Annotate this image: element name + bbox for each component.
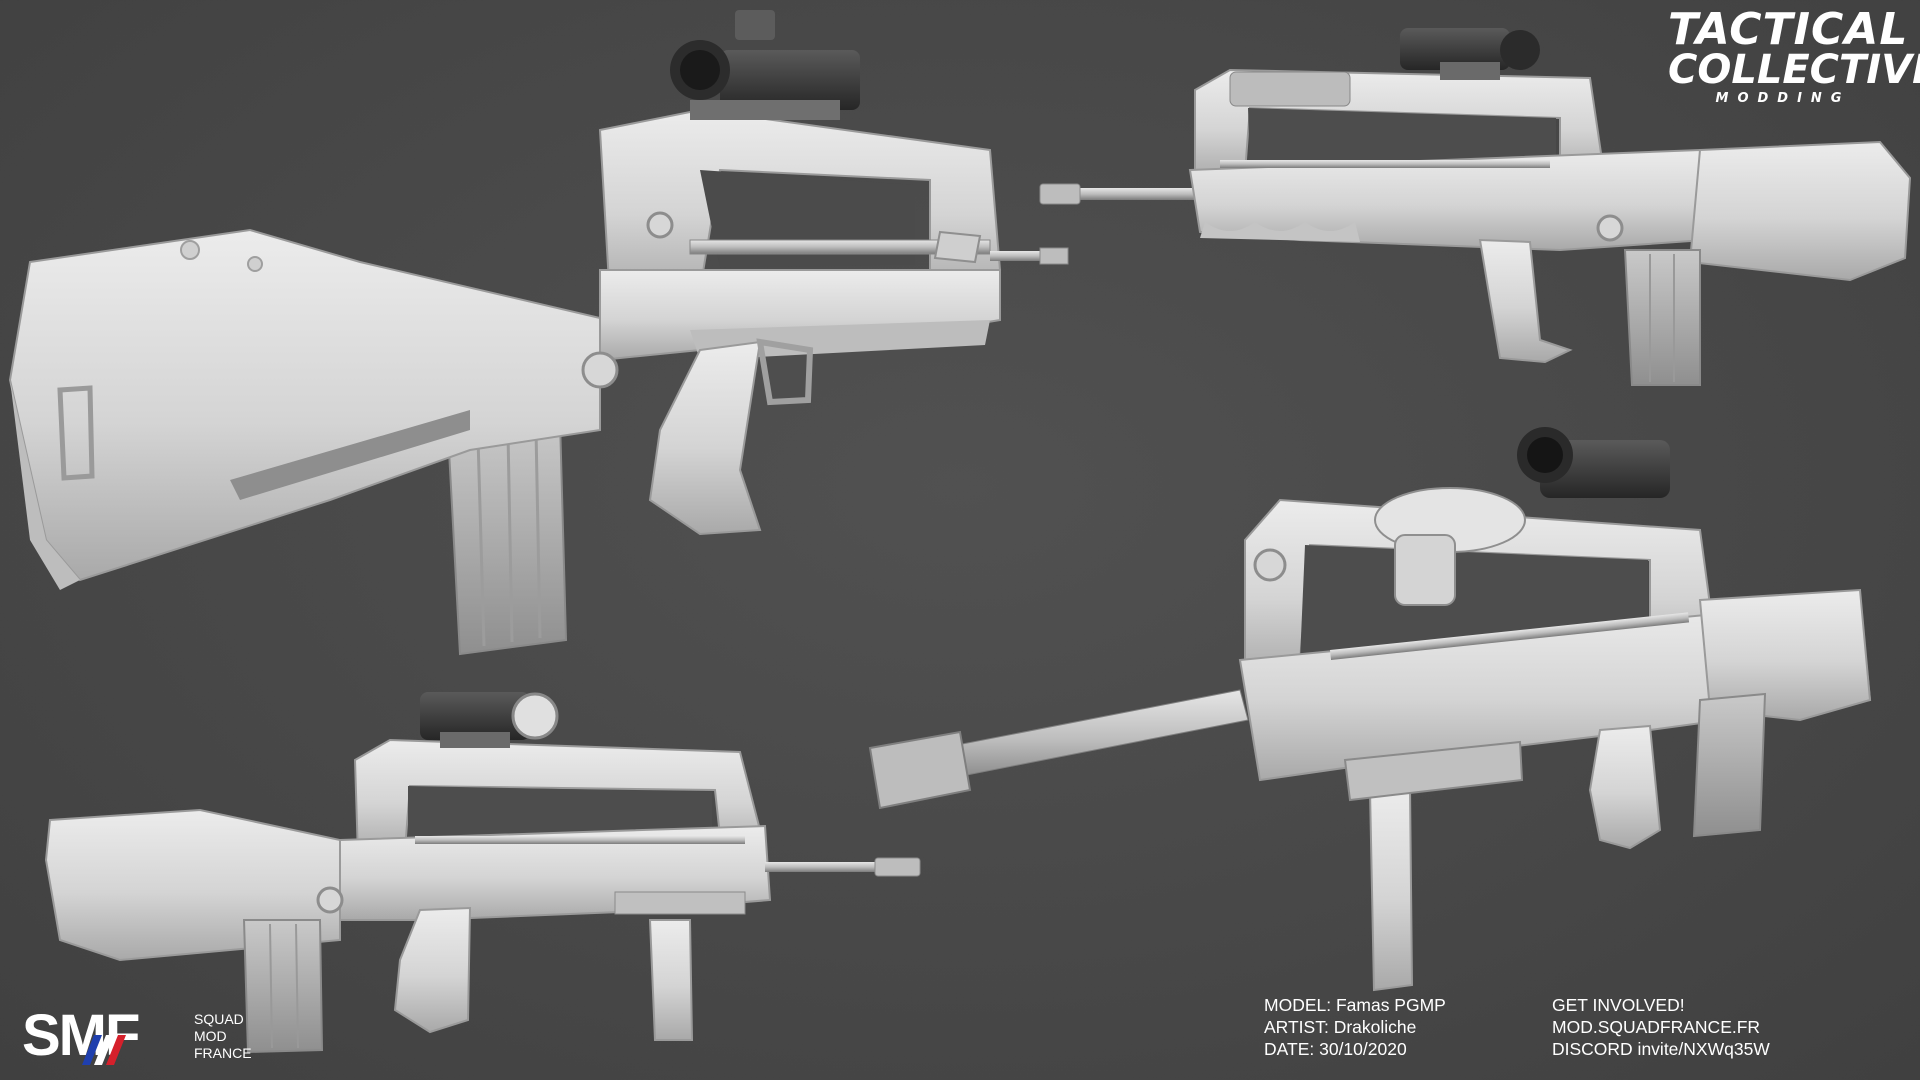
tactical-collective-logo: TACTICAL COLLECTIVE MODDING bbox=[1668, 4, 1920, 106]
get-involved-label: GET INVOLVED! bbox=[1552, 995, 1685, 1015]
tricolor-stripes-icon bbox=[82, 1035, 126, 1065]
model-info: MODEL: Famas PGMP ARTIST: Drakoliche DAT… bbox=[1264, 994, 1446, 1060]
discord-link[interactable]: DISCORD invite/NXWq35W bbox=[1552, 1039, 1770, 1059]
smf-logo-line1: SQUAD bbox=[194, 1011, 244, 1027]
famas-render-front-three-quarter bbox=[868, 427, 1872, 992]
famas-render-side-left bbox=[44, 692, 921, 1054]
smf-logo-text: SQUAD MOD FRANCE bbox=[194, 1011, 252, 1062]
smf-logo-line2: MOD bbox=[194, 1028, 227, 1044]
famas-render-side-right bbox=[1039, 28, 1912, 386]
release-date: DATE: 30/10/2020 bbox=[1264, 1039, 1407, 1059]
tc-logo-line3: MODDING bbox=[1715, 91, 1851, 106]
website-link[interactable]: MOD.SQUADFRANCE.FR bbox=[1552, 1017, 1761, 1037]
community-links: GET INVOLVED! MOD.SQUADFRANCE.FR DISCORD… bbox=[1552, 994, 1770, 1060]
tc-logo-line1: TACTICAL bbox=[1668, 4, 1909, 55]
smf-logo: SMF SQUAD MOD FRANCE bbox=[22, 1005, 282, 1067]
model-name: MODEL: Famas PGMP bbox=[1264, 995, 1446, 1015]
smf-logo-line3: FRANCE bbox=[194, 1045, 252, 1061]
famas-render-rear-left bbox=[8, 10, 1069, 656]
artist-name: ARTIST: Drakoliche bbox=[1264, 1017, 1417, 1037]
tc-logo-line2: COLLECTIVE bbox=[1668, 47, 1920, 93]
